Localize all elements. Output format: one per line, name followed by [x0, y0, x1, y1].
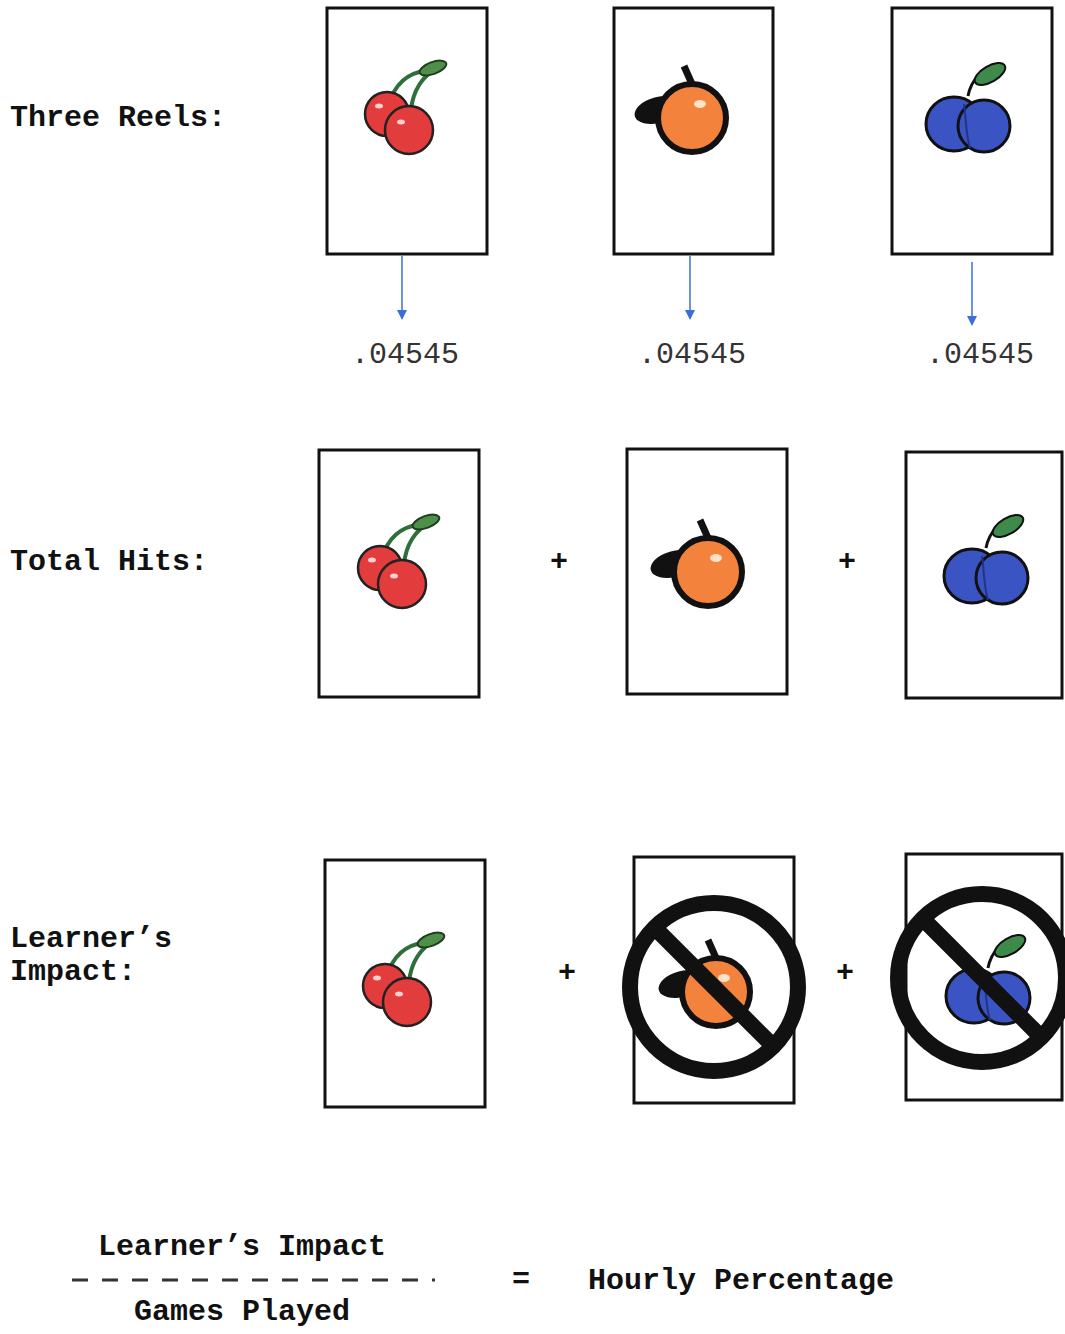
plus-sign: + — [838, 546, 856, 579]
plus-sign: + — [558, 957, 576, 990]
plus-sign: + — [550, 546, 568, 579]
formula-result: Hourly Percentage — [588, 1265, 894, 1298]
fraction-numerator: Learner’s Impact — [98, 1231, 386, 1264]
row-label: Learner’s Impact: — [10, 923, 200, 989]
probability-value: .04545 — [926, 339, 1034, 372]
plus-sign: + — [836, 957, 854, 990]
row-label: Three Reels: — [10, 102, 226, 135]
probability-value: .04545 — [351, 339, 459, 372]
row-label: Total Hits: — [10, 546, 208, 579]
probability-value: .04545 — [638, 339, 746, 372]
equals-sign: = — [512, 1264, 530, 1297]
fraction-denominator: Games Played — [134, 1296, 350, 1329]
